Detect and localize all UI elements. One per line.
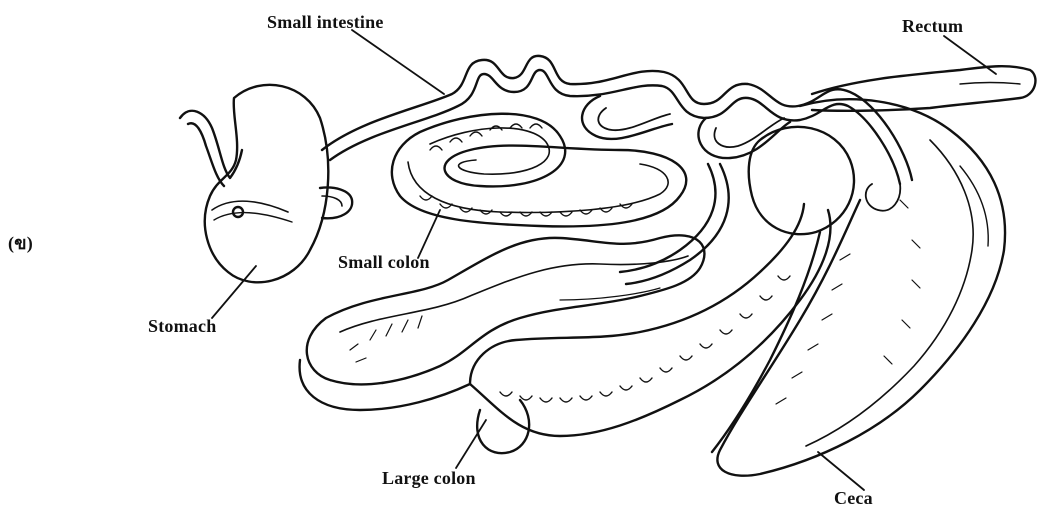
label-stomach: Stomach	[148, 316, 216, 337]
label-small-intestine: Small intestine	[267, 12, 384, 33]
figure-marker: (ข)	[8, 228, 33, 257]
leader-lines	[212, 30, 996, 490]
leader-stomach	[212, 266, 256, 318]
stomach-drawing	[180, 85, 352, 283]
small-colon-drawing	[392, 114, 686, 227]
leader-small-intestine	[352, 30, 444, 94]
label-large-colon: Large colon	[382, 468, 476, 489]
leader-ceca	[818, 452, 864, 490]
large-colon-drawing	[300, 204, 831, 453]
label-rectum: Rectum	[902, 16, 963, 37]
label-small-colon: Small colon	[338, 252, 430, 273]
leader-small-colon	[418, 210, 440, 258]
label-ceca: Ceca	[834, 488, 873, 509]
